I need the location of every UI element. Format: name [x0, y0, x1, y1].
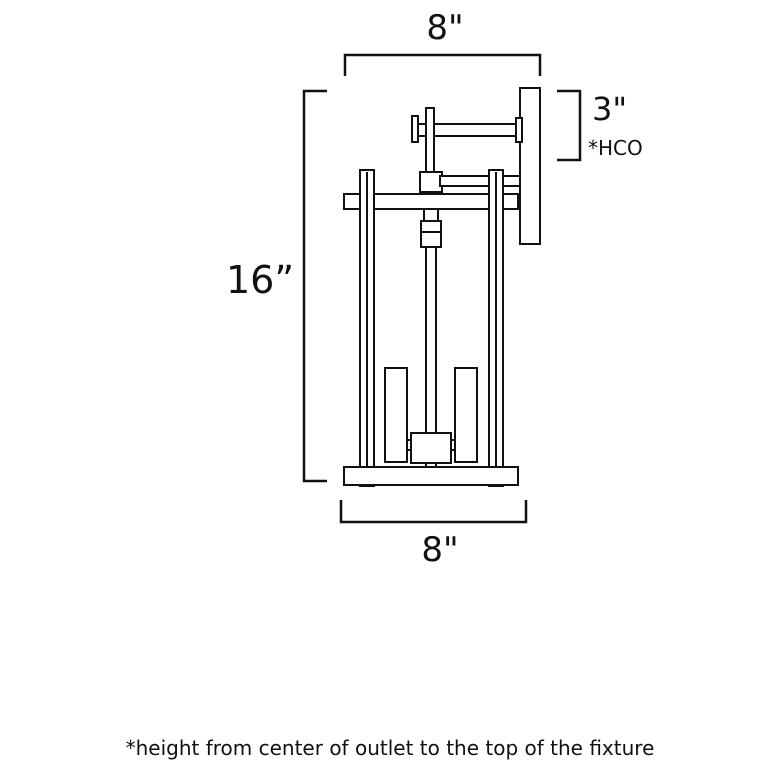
footnote: *height from center of outlet to the top… [125, 736, 655, 760]
hco-value-label: 3" [592, 90, 628, 128]
height-label: 16” [226, 258, 295, 302]
bottom-base [343, 466, 519, 486]
top-width-label: 8" [426, 8, 464, 48]
lantern-fixture [343, 87, 541, 487]
right-candle [454, 367, 478, 463]
candle-cluster-hub [410, 432, 452, 464]
center-stem [425, 246, 437, 434]
mounting-arm [431, 123, 521, 137]
bottom-width-bracket [339, 500, 528, 524]
wall-backplate [519, 87, 541, 245]
left-candle [384, 367, 408, 463]
height-bracket [302, 89, 327, 483]
hco-bracket [557, 89, 582, 162]
hanger-block [419, 171, 443, 193]
bottom-width-label: 8" [421, 530, 459, 570]
top-width-bracket [343, 53, 542, 76]
center-stem-collar [423, 208, 439, 222]
hco-label: *HCO [588, 136, 643, 160]
